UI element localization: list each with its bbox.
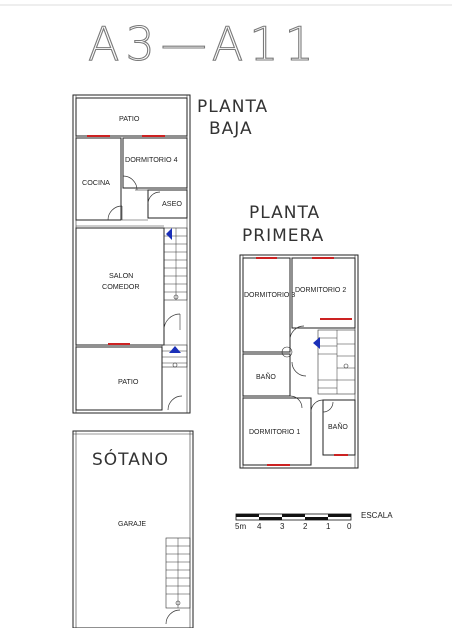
stair-up-arrow-patio <box>169 346 181 353</box>
stair-sotano <box>165 537 191 609</box>
label-dormitorio-2: DORMITORIO 2 <box>295 287 346 294</box>
label-patio-top: PATIO <box>119 114 140 123</box>
label-dormitorio-3: DORMITORIO 3 <box>244 292 295 299</box>
label-salon-line1: SALON <box>109 271 133 280</box>
stair-up-arrow-primera <box>313 337 320 349</box>
room-patio-bottom <box>75 346 163 411</box>
scale-tick-0: 5m <box>235 522 246 531</box>
planta-baja-outline <box>72 94 191 414</box>
label-aseo: ASEO <box>162 199 182 208</box>
label-dormitorio-1: DORMITORIO 1 <box>249 429 300 436</box>
scale-tick-4: 1 <box>326 522 331 531</box>
label-bano-right: BAÑO <box>328 422 348 431</box>
stair-planta-baja <box>163 227 188 301</box>
scale-tick-1: 4 <box>257 522 262 531</box>
room-dormitorio-3 <box>242 257 291 353</box>
sotano-plan: SÓTANO GARAJE <box>72 430 194 628</box>
planta-primera-heading-line1: PLANTA <box>249 203 320 223</box>
sotano-heading: SÓTANO <box>92 448 169 470</box>
planta-baja-heading-line1: PLANTA <box>197 97 268 117</box>
stair-patio <box>161 344 188 368</box>
sotano-outline <box>72 430 194 628</box>
label-patio-bottom: PATIO <box>118 377 139 386</box>
scale-tick-3: 2 <box>303 522 308 531</box>
label-salon-line2: COMEDOR <box>102 282 140 291</box>
stair-planta-primera <box>313 329 356 395</box>
room-bano-left <box>242 353 291 397</box>
planta-baja-heading-line2: BAJA <box>209 119 253 139</box>
label-cocina: COCINA <box>82 178 110 187</box>
scale-label: ESCALA <box>361 511 393 520</box>
room-cocina <box>75 137 122 221</box>
scale-bar: ESCALA 5m 4 3 2 1 0 <box>235 511 393 531</box>
room-dormitorio-4 <box>122 137 188 189</box>
label-dormitorio-4: DORMITORIO 4 <box>125 155 178 164</box>
drawing-title: A3—A11 <box>88 17 320 71</box>
planta-primera-plan: PLANTA PRIMERA DORMITORIO 3 DORMITORIO 2 <box>239 203 359 469</box>
scale-tick-2: 3 <box>280 522 285 531</box>
scale-tick-5: 0 <box>347 522 352 531</box>
room-patio-top <box>75 97 188 137</box>
label-garaje: GARAJE <box>118 521 146 528</box>
planta-primera-outline <box>239 254 359 469</box>
planta-primera-heading-line2: PRIMERA <box>242 226 324 246</box>
planta-baja-plan: PLANTA BAJA PATIO COCINA DORMITORIO 4 AS… <box>72 94 268 414</box>
stair-up-arrow-baja <box>166 228 172 240</box>
label-bano-left: BAÑO <box>256 372 276 381</box>
